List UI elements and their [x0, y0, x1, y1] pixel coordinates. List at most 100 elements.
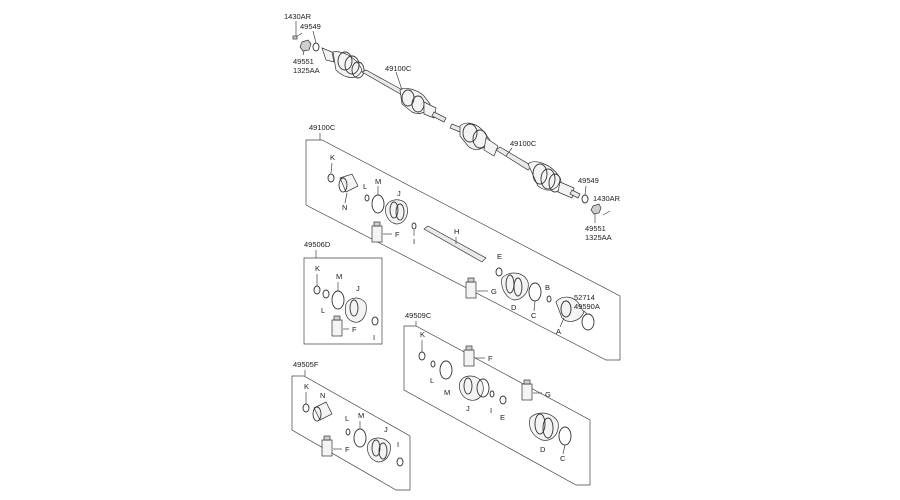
ring-m-small — [322, 289, 330, 299]
label-52714: 52714 — [574, 293, 595, 302]
letter-i: I — [413, 237, 415, 246]
kit-49509c-title: 49509C — [405, 311, 432, 320]
nut-49551-bottom — [590, 203, 602, 215]
assembly-title-49100c: 49100C — [309, 123, 336, 132]
bolt-1430ar-top — [292, 32, 303, 40]
letter-e: E — [500, 413, 505, 422]
letter-d: D — [540, 445, 546, 454]
inner-cv-joint-top — [399, 88, 447, 123]
grease-f — [331, 315, 343, 337]
boot-j — [367, 437, 391, 463]
nut-49551-top — [299, 39, 312, 52]
kit-49506d-title: 49506D — [304, 240, 331, 249]
letter-l: L — [430, 376, 434, 385]
outer-cv-joint-bottom — [527, 161, 581, 199]
boot-d — [501, 272, 529, 301]
bolt-1430ar-bottom — [602, 210, 611, 216]
grease-f — [321, 435, 333, 457]
ring-e — [499, 395, 507, 405]
letter-d: D — [511, 303, 517, 312]
grease-g — [521, 379, 533, 401]
letter-c: C — [531, 311, 537, 320]
letter-e: E — [497, 252, 502, 261]
letter-j: J — [384, 425, 388, 434]
washer-49549-bottom — [581, 194, 589, 204]
letter-h: H — [454, 227, 459, 236]
shaft-h — [423, 225, 487, 263]
assembly-49100c: 49100C K N L M J F — [305, 123, 621, 361]
label-1430ar-top: 1430AR — [284, 12, 312, 21]
clamp-m — [353, 428, 367, 448]
clamp-extra — [476, 378, 490, 398]
ring-k — [313, 285, 321, 295]
letter-m: M — [358, 411, 364, 420]
letter-f: F — [345, 445, 350, 454]
letter-j: J — [466, 404, 470, 413]
letter-c: C — [560, 454, 566, 463]
ring-l — [345, 428, 351, 436]
boot-j — [459, 375, 484, 401]
inner-cv-joint-bottom — [449, 122, 499, 157]
letter-j: J — [356, 284, 360, 293]
letter-n: N — [320, 391, 325, 400]
ring-k — [327, 173, 335, 183]
lower-drive-shaft: 49100C 49549 1430AR 49551 1325AA — [449, 122, 621, 242]
letter-m: M — [375, 177, 381, 186]
ring-b — [546, 295, 552, 303]
letter-l: L — [321, 306, 325, 315]
letter-i: I — [373, 333, 375, 342]
letter-l: L — [345, 414, 349, 423]
letter-g: G — [491, 287, 497, 296]
ring-i — [411, 222, 417, 230]
kit-49505f: 49505F K N L M J F I — [291, 360, 411, 491]
ring-i — [371, 316, 379, 326]
boot-d — [529, 412, 559, 441]
letter-f: F — [395, 230, 400, 239]
grease-g — [465, 277, 477, 299]
letter-k: K — [315, 264, 320, 273]
label-1325aa-top: 1325AA — [293, 66, 320, 75]
tone-wheel-ring — [581, 313, 595, 331]
kit-49506d: 49506D K M L J F I — [303, 240, 383, 345]
outer-cv-joint-top — [321, 47, 365, 79]
letter-f: F — [488, 354, 493, 363]
grease-f — [463, 345, 475, 367]
ring-k — [302, 403, 310, 413]
ring-l — [430, 360, 436, 368]
label-49100c-bottom: 49100C — [510, 139, 537, 148]
ring-i — [489, 390, 495, 398]
upper-drive-shaft: 49100C 1430AR 49549 49551 1325AA — [284, 12, 447, 123]
label-49590a: 49590A — [574, 302, 600, 311]
kit-49505f-title: 49505F — [293, 360, 319, 369]
letter-a: A — [556, 327, 561, 336]
letter-i: I — [397, 440, 399, 449]
label-49549-top: 49549 — [300, 22, 321, 31]
clamp-m — [331, 290, 345, 310]
bearing-n — [312, 401, 333, 422]
label-1430ar-bottom: 1430AR — [593, 194, 621, 203]
ring-l — [364, 194, 370, 202]
washer-49549-top — [312, 42, 320, 52]
label-1325aa-bottom: 1325AA — [585, 233, 612, 242]
clamp-c — [558, 426, 572, 446]
letter-k: K — [330, 153, 335, 162]
letter-f: F — [352, 325, 357, 334]
outer-joint-a — [555, 296, 585, 322]
ring-e — [495, 267, 503, 277]
ring-i — [396, 457, 404, 467]
clamp-m — [371, 194, 385, 214]
letter-i: I — [490, 406, 492, 415]
kit-49509c: 49509C K L M F J I E G — [403, 311, 591, 486]
clamp-c — [528, 282, 542, 302]
letter-m: M — [336, 272, 342, 281]
label-49100c-top: 49100C — [385, 64, 412, 73]
grease-f — [371, 221, 383, 243]
clamp-m — [439, 360, 453, 380]
label-49549-bottom: 49549 — [578, 176, 599, 185]
label-49551-top: 49551 — [293, 57, 314, 66]
letter-l: L — [363, 182, 367, 191]
letter-j: J — [397, 189, 401, 198]
letter-k: K — [304, 382, 309, 391]
letter-k: K — [420, 330, 425, 339]
